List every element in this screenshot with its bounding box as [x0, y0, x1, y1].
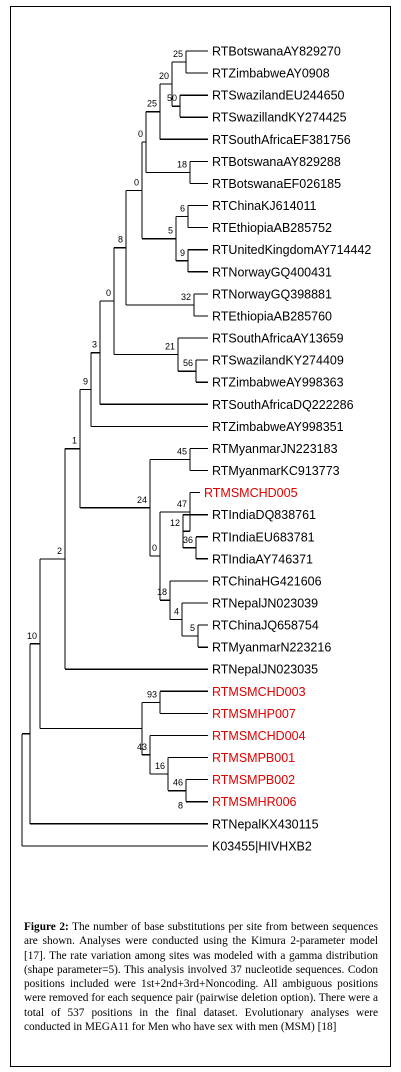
taxon-label: RTUnitedKingdomAY714442: [212, 243, 371, 257]
taxon-label: RTBotswanaAY829270: [212, 45, 341, 59]
taxon-label: RTBotswanaEF026185: [212, 177, 341, 191]
taxon-label: RTNepalJN023039: [212, 597, 318, 611]
taxon-label: RTSouthAfricaAY13659: [212, 332, 344, 346]
bootstrap-value: 2: [57, 546, 62, 556]
taxon-label: RTNorwayGQ398881: [212, 287, 332, 301]
bootstrap-value: 9: [83, 377, 88, 387]
figure-caption: Figure 2: The number of base substitutio…: [24, 920, 378, 1034]
taxon-label: RTSwazilandKY274409: [212, 354, 344, 368]
taxon-label: RTZimbabweAY998363: [212, 376, 344, 390]
taxon-label: RTMyanmarN223216: [212, 641, 331, 655]
taxon-label: RTMSMPB002: [212, 773, 295, 787]
taxon-label: RTIndiaAY746371: [212, 552, 313, 566]
bootstrap-value: 24: [137, 495, 147, 505]
taxon-label: RTMSMHR006: [212, 795, 297, 809]
bootstrap-value: 43: [137, 742, 147, 752]
bootstrap-value: 12: [170, 518, 180, 528]
bootstrap-value: 32: [181, 292, 191, 302]
taxon-label: RTNepalKX430115: [212, 817, 319, 831]
taxon-label: RTZimbabweAY0908: [212, 67, 330, 81]
bootstrap-value: 10: [27, 631, 37, 641]
taxon-label: RTSouthAfricaDQ222286: [212, 398, 354, 412]
bootstrap-value: 18: [177, 159, 187, 169]
bootstrap-value: 25: [173, 49, 183, 59]
taxon-label: RTMSMCHD005: [204, 486, 298, 500]
bootstrap-value: 0: [134, 177, 139, 187]
bootstrap-value: 45: [177, 446, 187, 456]
bootstrap-value: 50: [167, 93, 177, 103]
bootstrap-value: 5: [190, 623, 195, 633]
caption-label: Figure 2:: [24, 921, 69, 933]
taxon-label: RTNorwayGQ400431: [212, 265, 332, 279]
bootstrap-value: 5: [168, 226, 173, 236]
bootstrap-value: 36: [183, 535, 193, 545]
support-values: 2550202518069503285621039453612475418024…: [27, 49, 195, 811]
taxon-label: K03455|HIVHXB2: [212, 839, 312, 853]
bootstrap-value: 6: [180, 204, 185, 214]
taxon-label: RTMSMHP007: [212, 707, 296, 721]
bootstrap-value: 0: [138, 129, 143, 139]
bootstrap-value: 4: [174, 607, 179, 617]
taxon-label: RTChinaJQ658754: [212, 619, 319, 633]
bootstrap-value: 46: [173, 778, 183, 788]
tree-leaves: RTBotswanaAY829270RTZimbabweAY0908RTSwaz…: [204, 45, 371, 854]
bootstrap-value: 8: [178, 801, 183, 811]
bootstrap-value: 18: [157, 587, 167, 597]
taxon-label: RTChinaHG421606: [212, 574, 322, 588]
taxon-label: RTNepalJN023035: [212, 663, 318, 677]
taxon-label: RTMyanmarKC913773: [212, 464, 340, 478]
figure-frame: [10, 6, 391, 1067]
taxon-label: RTMyanmarJN223183: [212, 442, 338, 456]
caption-text: The number of base substitutions per sit…: [24, 921, 378, 1034]
bootstrap-value: 8: [118, 235, 123, 245]
taxon-label: RTSwazilandEU244650: [212, 89, 345, 103]
bootstrap-value: 20: [159, 71, 169, 81]
taxon-label: RTZimbabweAY998351: [212, 420, 344, 434]
bootstrap-value: 0: [152, 543, 157, 553]
bootstrap-value: 25: [147, 99, 157, 109]
taxon-label: RTIndiaEU683781: [212, 530, 315, 544]
taxon-label: RTMSMPB001: [212, 751, 295, 765]
bootstrap-value: 21: [165, 342, 175, 352]
bootstrap-value: 16: [155, 761, 165, 771]
taxon-label: RTSwazillandKY274425: [212, 111, 347, 125]
bootstrap-value: 3: [92, 340, 97, 350]
bootstrap-value: 0: [106, 288, 111, 298]
taxon-label: RTMSMCHD004: [212, 729, 306, 743]
taxon-label: RTMSMCHD003: [212, 685, 306, 699]
bootstrap-value: 9: [180, 248, 185, 258]
taxon-label: RTEthiopiaAB285752: [212, 221, 332, 235]
bootstrap-value: 1: [72, 436, 77, 446]
taxon-label: RTIndiaDQ838761: [212, 508, 316, 522]
bootstrap-value: 56: [183, 358, 193, 368]
taxon-label: RTChinaKJ614011: [212, 199, 317, 213]
taxon-label: RTSouthAfricaEF381756: [212, 133, 351, 147]
taxon-label: RTBotswanaAY829288: [212, 155, 341, 169]
bootstrap-value: 93: [147, 689, 157, 699]
bootstrap-value: 47: [177, 499, 187, 509]
taxon-label: RTEthiopiaAB285760: [212, 309, 332, 323]
tree-branches: [21, 50, 208, 847]
